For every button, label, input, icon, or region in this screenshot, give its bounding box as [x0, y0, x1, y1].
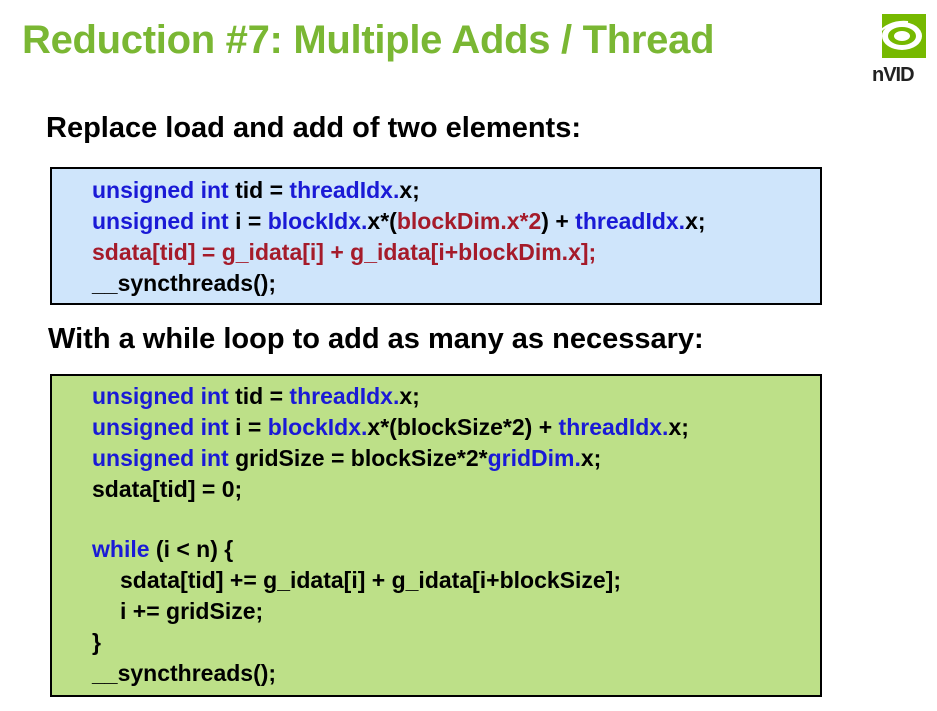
section-heading-replace: Replace load and add of two elements: [46, 112, 581, 144]
code-line: } [92, 629, 101, 655]
code-text: i = [228, 208, 268, 234]
code-line: sdata[tid] += g_idata[i] + g_idata[i+blo… [120, 567, 622, 593]
slide-title: Reduction #7: Multiple Adds / Thread [22, 18, 715, 62]
code-text: tid = [228, 383, 290, 409]
logo-text: nVID [872, 64, 915, 84]
code-builtin: threadIdx. [289, 177, 400, 203]
code-line: i += gridSize; [120, 598, 264, 624]
code-line: unsigned int tid = threadIdx.x; [92, 175, 820, 206]
code-block-original: unsigned int tid = threadIdx.x; unsigned… [50, 167, 822, 305]
section-heading-while: With a while loop to add as many as nece… [48, 323, 704, 355]
code-text: gridSize = blockSize*2* [228, 445, 488, 471]
code-text: i = [228, 414, 268, 440]
code-highlight: blockDim.x*2 [396, 208, 542, 234]
code-text: x*( [367, 208, 397, 234]
code-text: x*(blockSize*2) + [367, 414, 559, 440]
code-block-while-loop: unsigned int tid = threadIdx.x; unsigned… [50, 374, 822, 697]
code-keyword: unsigned int [92, 445, 229, 471]
code-line: sdata[tid] = 0; [92, 476, 243, 502]
code-text: tid = [228, 177, 290, 203]
code-keyword: unsigned int [92, 177, 229, 203]
code-line: __syncthreads(); [92, 660, 277, 686]
code-keyword: unsigned int [92, 383, 229, 409]
code-builtin: blockIdx. [267, 208, 368, 234]
nvidia-eye-icon [875, 14, 926, 58]
code-line: unsigned int gridSize = blockSize*2*grid… [92, 443, 820, 474]
code-text: (i < n) { [149, 536, 234, 562]
code-line: unsigned int tid = threadIdx.x; [92, 381, 820, 412]
code-line-highlight: sdata[tid] = g_idata[i] + g_idata[i+bloc… [92, 239, 597, 265]
nvidia-logo: nVID [868, 12, 937, 84]
code-line: unsigned int i = blockIdx.x*(blockSize*2… [92, 412, 820, 443]
code-text: x; [580, 445, 602, 471]
code-builtin: threadIdx. [289, 383, 400, 409]
code-builtin: gridDim. [487, 445, 581, 471]
code-text: x; [685, 208, 706, 234]
code-text: ) + [541, 208, 576, 234]
code-builtin: blockIdx. [267, 414, 368, 440]
code-keyword: unsigned int [92, 208, 229, 234]
code-builtin: threadIdx. [575, 208, 686, 234]
code-builtin: threadIdx. [558, 414, 669, 440]
code-text: x; [668, 414, 689, 440]
code-blank-line [92, 505, 820, 534]
code-line: unsigned int i = blockIdx.x*(blockDim.x*… [92, 206, 820, 237]
code-line: __syncthreads(); [92, 270, 277, 296]
code-line: while (i < n) { [92, 534, 820, 565]
code-text: x; [399, 177, 420, 203]
code-keyword: unsigned int [92, 414, 229, 440]
code-text: x; [399, 383, 420, 409]
code-keyword: while [92, 536, 150, 562]
